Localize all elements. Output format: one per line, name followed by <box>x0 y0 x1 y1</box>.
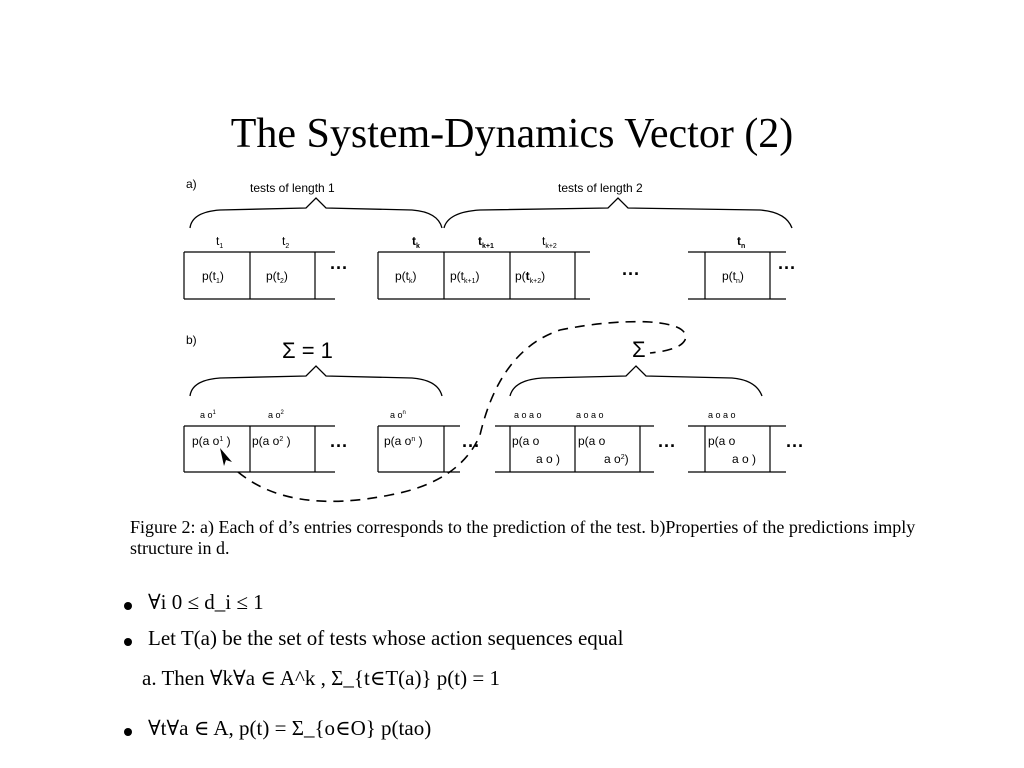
cell-b3: p(a on ) <box>384 434 423 448</box>
slide-title: The System-Dynamics Vector (2) <box>230 111 794 157</box>
bullet-2-line2: a. Then ∀k∀a ∈ A^k , Σ_{t∈T(a)} p(t) = 1 <box>142 666 500 690</box>
cell-b4: p(a o <box>512 434 540 448</box>
test-label-b6: a o a o <box>708 410 736 420</box>
figure-diagram: a) tests of length 1 tests of length 2 t… <box>183 177 804 503</box>
cell-b2: p(a o2 ) <box>252 434 291 448</box>
cell-p-tk1: p(tk+1) <box>450 269 480 285</box>
bullet-2-dot <box>124 638 132 646</box>
bullet-3-text: ∀t∀a ∈ A, p(t) = Σ_{o∈O} p(tao) <box>148 716 432 740</box>
bullet-2-line1: Let T(a) be the set of tests whose actio… <box>148 626 624 650</box>
figure-caption: Figure 2: a) Each of d’s entries corresp… <box>130 517 916 558</box>
brace-length-1 <box>189 197 443 229</box>
test-label-n: tn <box>737 234 745 250</box>
cell-p-tn: p(tn) <box>722 269 744 285</box>
cell-b6b: a o ) <box>732 452 756 466</box>
part-b-label: b) <box>186 333 197 347</box>
bullet-1-text: ∀i 0 ≤ d_i ≤ 1 <box>148 590 264 614</box>
cell-b5b: a o2) <box>604 452 629 466</box>
ellipsis-b2: ··· <box>462 436 480 456</box>
test-label-b4: a o a o <box>514 410 542 420</box>
ellipsis-a1: ··· <box>330 258 348 278</box>
cell-p-t1: p(t1) <box>202 269 224 285</box>
brace-b1 <box>189 365 443 397</box>
cell-p-tk: p(tk) <box>395 269 417 285</box>
ellipsis-b3: ··· <box>658 436 676 456</box>
ellipsis-a2: ··· <box>622 264 640 284</box>
bullet-3-dot <box>124 728 132 736</box>
dashed-curve <box>237 320 687 503</box>
ellipsis-b4: ··· <box>786 436 804 456</box>
part-a-label: a) <box>186 177 197 191</box>
cell-p-t2: p(t2) <box>266 269 288 285</box>
brace1-label: tests of length 1 <box>250 181 335 195</box>
brace-length-2 <box>443 197 793 229</box>
test-label-2: t2 <box>282 234 289 250</box>
cell-b4b: a o ) <box>536 452 560 466</box>
test-label-k1: tk+1 <box>478 234 494 250</box>
sum-symbol: Σ <box>632 337 646 362</box>
test-label-b3: a on <box>390 410 406 420</box>
cell-b6: p(a o <box>708 434 736 448</box>
test-label-1: t1 <box>216 234 223 250</box>
cell-b1: p(a o1 ) <box>192 434 231 448</box>
cell-p-tk2: p(tk+2) <box>515 269 545 285</box>
test-label-k2: tk+2 <box>542 234 557 250</box>
ellipsis-a3: ··· <box>778 258 796 278</box>
test-label-b2: a o2 <box>268 410 285 420</box>
test-label-k: tk <box>412 234 420 250</box>
sum-equals-one: Σ = 1 <box>282 338 333 363</box>
brace-b2 <box>509 365 763 397</box>
cell-b5: p(a o <box>578 434 606 448</box>
test-label-b1: a o1 <box>200 410 217 420</box>
bullet-1-dot <box>124 602 132 610</box>
brace2-label: tests of length 2 <box>558 181 643 195</box>
ellipsis-b1: ··· <box>330 436 348 456</box>
test-label-b5: a o a o <box>576 410 604 420</box>
arrow-head <box>220 448 232 466</box>
